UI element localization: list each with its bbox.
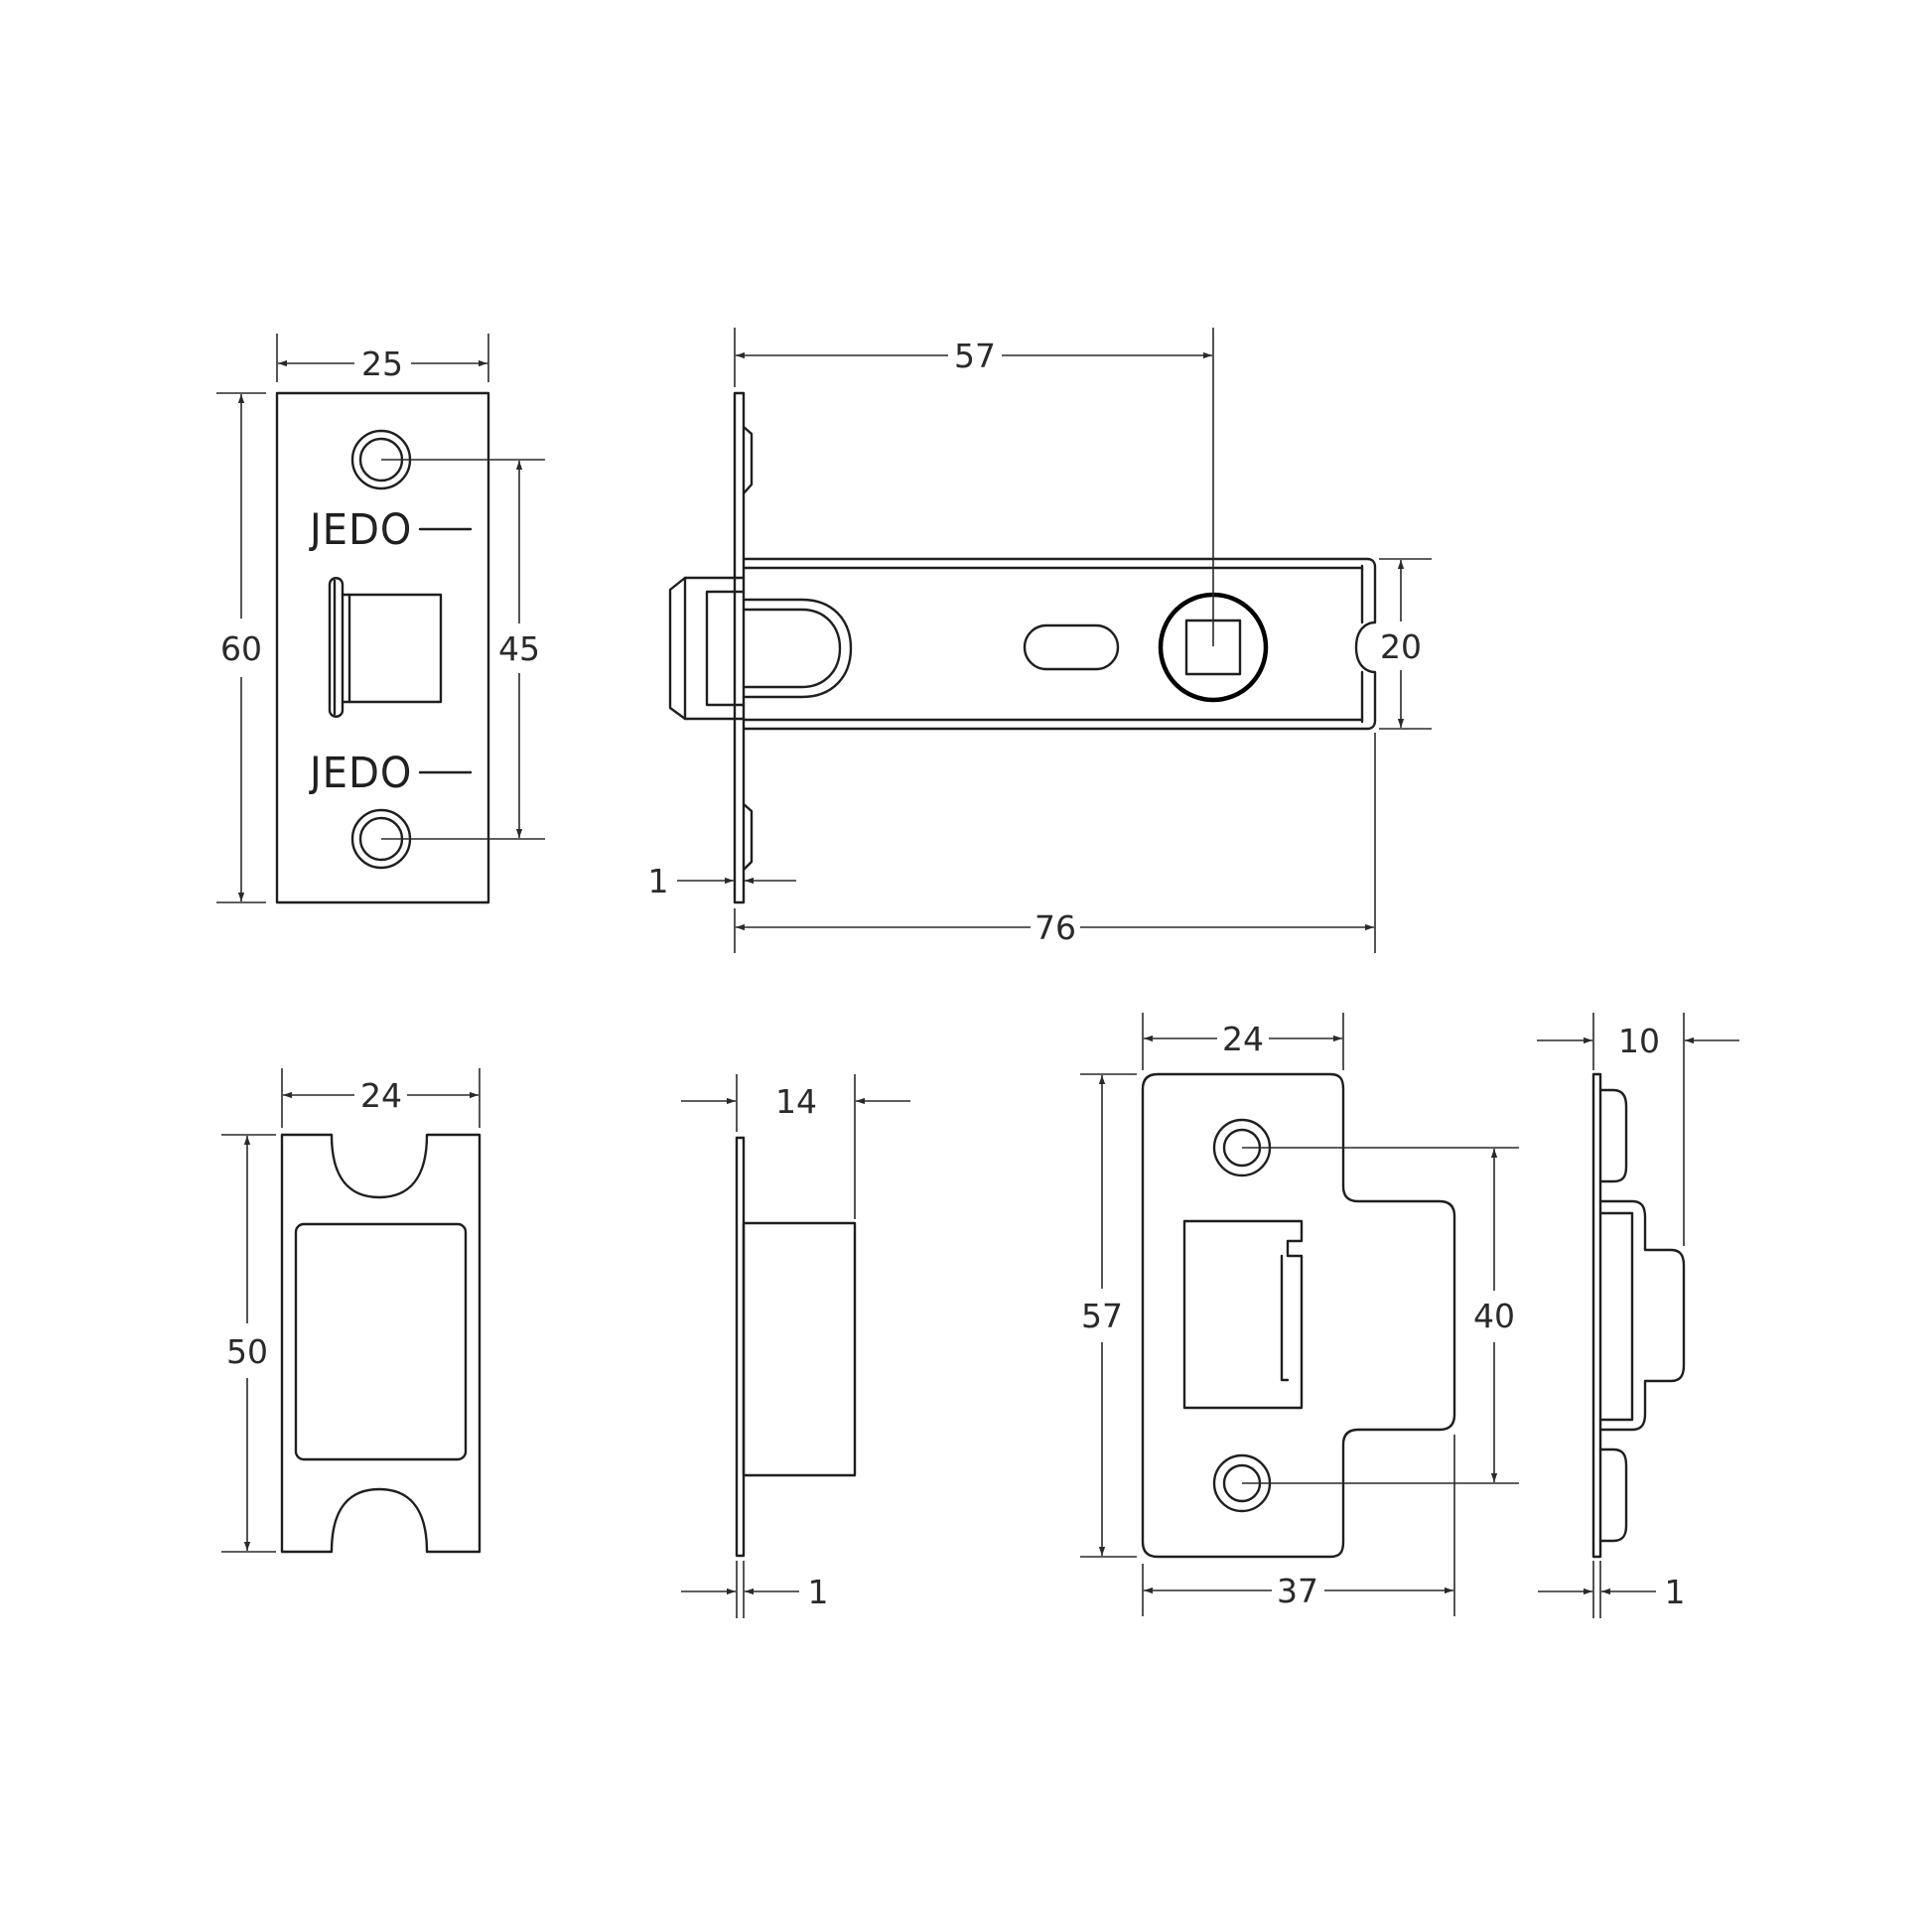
latch-body-slot <box>1023 623 1120 671</box>
dimension-keep-height: 57 <box>1080 1073 1137 1558</box>
svg-text:1: 1 <box>808 1573 829 1611</box>
svg-text:57: 57 <box>1081 1297 1123 1335</box>
dimension-strike-depth: 14 <box>681 1074 910 1219</box>
brand-logo-bottom: JEDO <box>309 750 473 797</box>
svg-text:10: 10 <box>1618 1022 1660 1060</box>
dimension-keep-overall-width: 37 <box>1142 1435 1455 1616</box>
dimension-forend-thickness: 1 <box>648 862 796 900</box>
svg-text:1: 1 <box>1665 1573 1686 1611</box>
svg-text:14: 14 <box>775 1082 817 1121</box>
svg-text:76: 76 <box>1035 908 1076 947</box>
dimension-overall-length: 76 <box>734 733 1376 953</box>
dimension-keep-thickness: 1 <box>1538 1561 1686 1618</box>
svg-text:40: 40 <box>1473 1297 1515 1335</box>
svg-text:50: 50 <box>226 1332 268 1371</box>
svg-text:24: 24 <box>1222 1020 1264 1058</box>
strike-plate-side-view: 14 1 <box>681 1074 910 1618</box>
dimension-body-height: 20 <box>1379 558 1432 730</box>
dimension-faceplate-width: 25 <box>276 334 489 383</box>
svg-text:57: 57 <box>954 337 996 375</box>
faceplate-front-view: JEDO JEDO 25 60 45 <box>216 334 545 904</box>
svg-text:37: 37 <box>1277 1572 1318 1610</box>
svg-text:JEDO: JEDO <box>310 751 412 796</box>
dimension-faceplate-screw-centres: 45 <box>381 459 545 840</box>
dimension-backset: 57 <box>734 328 1214 646</box>
strike-plate-front-view: 24 50 <box>221 1068 482 1554</box>
latch-body-side-view: 57 76 20 1 <box>648 328 1432 953</box>
dimension-faceplate-height: 60 <box>216 392 266 903</box>
keep-latch-aperture <box>1182 1219 1304 1410</box>
svg-text:45: 45 <box>498 629 540 668</box>
dimension-strike-height: 50 <box>221 1134 276 1553</box>
svg-text:20: 20 <box>1380 627 1422 666</box>
dimension-keep-width: 24 <box>1142 1013 1344 1070</box>
svg-text:24: 24 <box>360 1076 402 1115</box>
strike-plate-aperture <box>294 1222 468 1461</box>
svg-text:1: 1 <box>648 862 669 900</box>
brand-logo-top: JEDO <box>309 506 473 554</box>
dimension-strike-width: 24 <box>281 1068 481 1128</box>
svg-text:60: 60 <box>220 629 262 668</box>
svg-text:25: 25 <box>361 345 403 383</box>
dimension-keep-depth: 10 <box>1537 1013 1739 1246</box>
latch-tongue-slot <box>328 577 443 718</box>
dimension-keep-screw-centres: 40 <box>1242 1147 1519 1484</box>
dimension-strike-thickness: 1 <box>681 1561 829 1618</box>
svg-text:JEDO: JEDO <box>310 507 412 553</box>
keep-front-view: 24 57 40 37 <box>1080 1013 1519 1616</box>
keep-side-view: 10 1 <box>1537 1013 1739 1618</box>
